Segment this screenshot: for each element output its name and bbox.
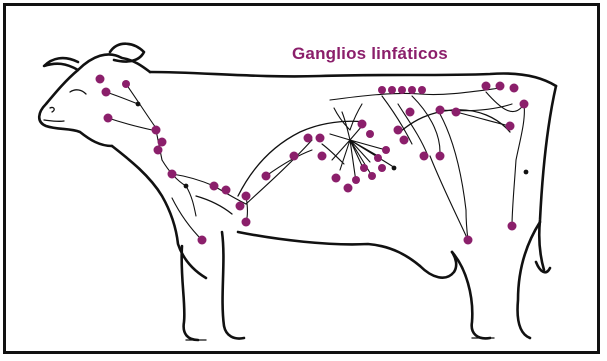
lymph-node xyxy=(382,146,390,154)
belly xyxy=(238,232,420,266)
lymph-node xyxy=(506,122,515,131)
lymph-node xyxy=(332,174,341,183)
rear-leg-front xyxy=(452,252,490,338)
lymph-nodes xyxy=(96,75,529,245)
back-line xyxy=(150,72,556,86)
lymph-node xyxy=(394,126,403,135)
lymph-node xyxy=(318,152,327,161)
nostril xyxy=(50,107,54,112)
lymph-node xyxy=(508,222,517,231)
lymph-node xyxy=(262,172,271,181)
eye xyxy=(70,90,86,94)
lymph-node xyxy=(452,108,461,117)
lymph-node xyxy=(510,84,519,93)
udder xyxy=(420,252,456,278)
lymph-node xyxy=(520,100,529,109)
lymph-node xyxy=(358,120,367,129)
lymph-node xyxy=(222,186,231,195)
lymph-vessels xyxy=(106,84,524,240)
rear-leg-back xyxy=(518,222,541,338)
front-leg-front xyxy=(182,246,198,340)
lymph-node xyxy=(496,82,505,91)
junction-dot xyxy=(136,102,141,107)
lymph-node xyxy=(398,86,406,94)
junction-dot xyxy=(524,170,529,175)
lymph-node xyxy=(104,114,113,123)
lymph-node xyxy=(436,152,445,161)
lymph-node xyxy=(352,176,360,184)
lymph-node xyxy=(158,138,167,147)
lymph-node xyxy=(400,136,409,145)
dewlap-chest xyxy=(112,146,206,278)
lymph-node xyxy=(316,134,325,143)
lymph-node xyxy=(482,82,491,91)
lymph-node xyxy=(242,218,251,227)
lymph-node xyxy=(168,170,177,179)
lymph-node xyxy=(420,152,429,161)
lymph-node xyxy=(418,86,426,94)
lymph-node xyxy=(406,108,415,117)
figure-title: Ganglios linfáticos xyxy=(292,44,448,64)
junction-dot xyxy=(184,184,189,189)
mouth xyxy=(44,120,64,121)
cow-outline xyxy=(39,44,556,340)
lymph-node xyxy=(122,80,130,88)
lymph-node xyxy=(378,86,386,94)
lymph-node xyxy=(388,86,396,94)
junction-dot xyxy=(392,166,397,171)
lymph-node xyxy=(366,130,374,138)
lymph-node xyxy=(236,202,245,211)
lymph-node xyxy=(464,236,473,245)
lymph-node xyxy=(304,134,313,143)
vessel-junctions xyxy=(136,102,529,189)
lymph-node xyxy=(436,106,445,115)
lymph-node xyxy=(360,164,368,172)
lymph-node xyxy=(102,88,111,97)
lymph-node xyxy=(290,152,299,161)
head-outline xyxy=(39,54,150,146)
lymph-node xyxy=(242,192,251,201)
elbow-contour xyxy=(196,196,232,214)
lymph-node xyxy=(154,146,163,155)
lymph-node xyxy=(152,126,161,135)
lymph-node xyxy=(378,164,386,172)
horn-left xyxy=(44,58,78,70)
lymph-node xyxy=(408,86,416,94)
lymph-node xyxy=(374,154,382,162)
lymph-node xyxy=(96,75,105,84)
lymph-node xyxy=(210,182,219,191)
tail xyxy=(539,86,556,270)
lymph-node xyxy=(368,172,376,180)
lymph-node xyxy=(344,184,353,193)
lymph-node xyxy=(198,236,207,245)
front-leg-back xyxy=(222,232,244,339)
